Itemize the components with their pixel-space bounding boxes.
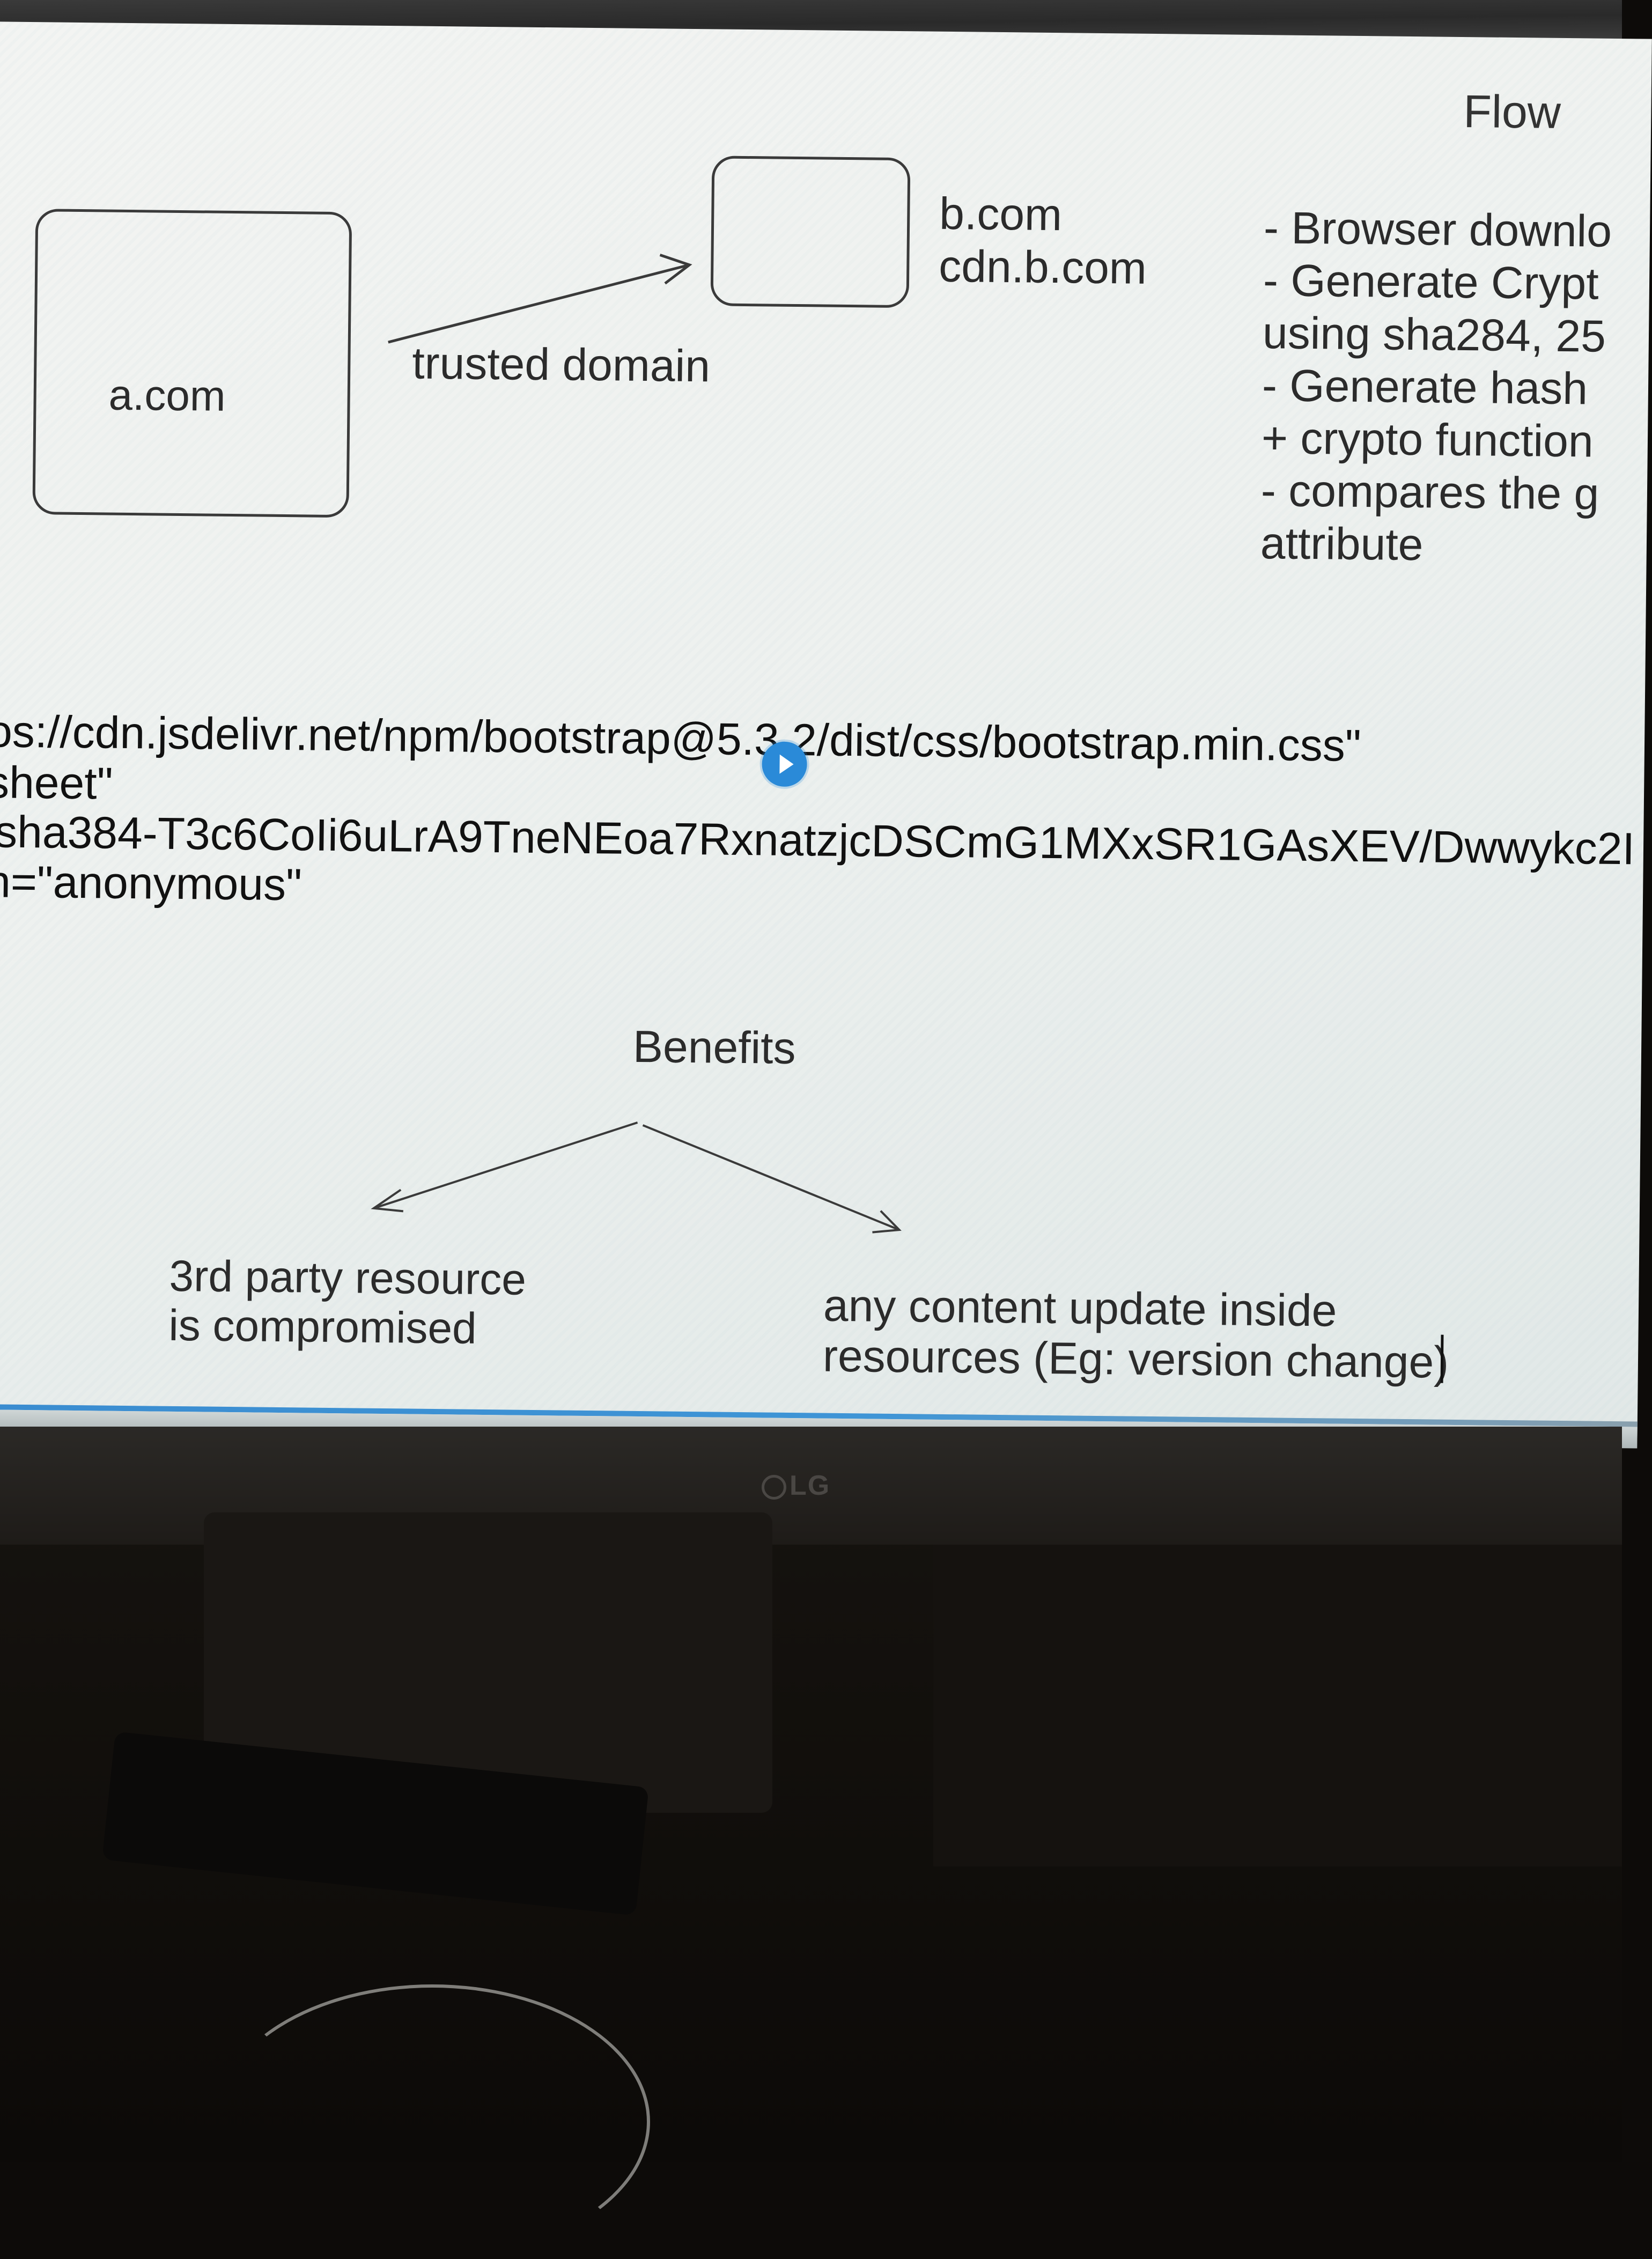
monitor-brand-text: LG bbox=[790, 1470, 831, 1501]
desk-shadow bbox=[933, 1545, 1622, 1866]
benefit-compromised: 3rd party resource is compromised bbox=[168, 1251, 527, 1353]
trusted-domain-arrow bbox=[388, 263, 690, 344]
code-line-rel: sheet" bbox=[0, 757, 113, 809]
benefit-right-arrowhead bbox=[872, 1210, 902, 1234]
cable bbox=[215, 1984, 650, 2259]
trusted-domain-label: trusted domain bbox=[411, 337, 711, 392]
flow-step: using sha284, 25 bbox=[1262, 307, 1606, 361]
flow-step: - compares the g bbox=[1260, 465, 1599, 519]
box-b-domains: b.com cdn.b.com bbox=[939, 187, 1148, 294]
play-button[interactable] bbox=[762, 741, 808, 787]
flow-step: + crypto function bbox=[1261, 412, 1594, 467]
benefits-title: Benefits bbox=[632, 1021, 796, 1074]
monitor-screen: Flow a.com b.com cdn.b.com trusted domai… bbox=[0, 21, 1652, 1449]
monitor-brand-logo: LG bbox=[762, 1470, 830, 1502]
box-a-label: a.com bbox=[108, 371, 226, 420]
benefit-left-arrow bbox=[373, 1121, 638, 1209]
flow-step: - Browser downlo bbox=[1263, 202, 1612, 256]
flow-step: - Generate Crypt bbox=[1263, 255, 1599, 309]
flow-title: Flow bbox=[1463, 86, 1561, 138]
play-icon bbox=[779, 754, 794, 774]
code-line-crossorigin: n="anonymous" bbox=[0, 856, 303, 910]
box-b-domain-1: b.com bbox=[939, 188, 1063, 240]
lg-logo-icon bbox=[762, 1475, 786, 1500]
box-b-com bbox=[710, 156, 911, 308]
text-cursor bbox=[1440, 1334, 1444, 1383]
flow-steps-list: - Browser downlo - Generate Crypt using … bbox=[1260, 201, 1612, 573]
benefit-content-update: any content update inside resources (Eg:… bbox=[822, 1280, 1449, 1387]
box-a-com bbox=[32, 209, 352, 518]
benefit-right-arrow bbox=[642, 1124, 900, 1231]
flow-step: attribute bbox=[1260, 518, 1424, 570]
flow-step: - Generate hash bbox=[1262, 360, 1588, 414]
box-b-domain-2: cdn.b.com bbox=[938, 240, 1147, 293]
trusted-domain-arrowhead bbox=[659, 253, 692, 285]
diagram-arrows bbox=[371, 253, 902, 1234]
benefit-left-arrowhead bbox=[371, 1188, 404, 1213]
